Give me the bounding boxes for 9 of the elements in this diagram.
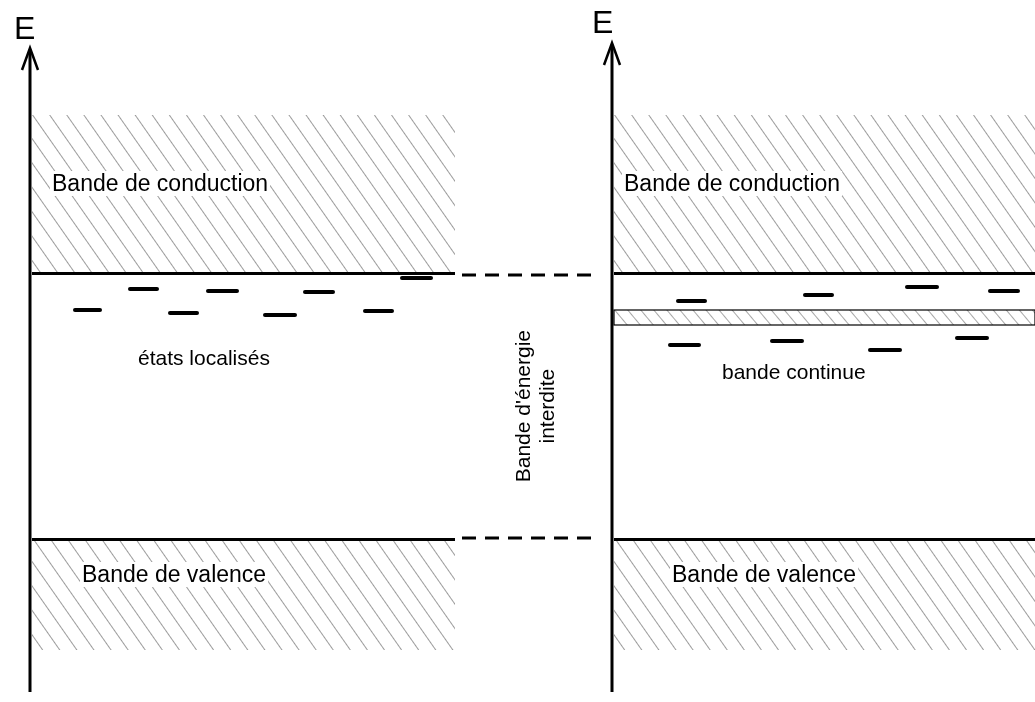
band-label: Bande de valence [80,562,269,588]
states-label: états localisés [138,346,270,371]
axis-label: E [592,4,614,41]
states-label: bande continue [722,360,866,385]
gap-label: Bande d'énergie interdite [510,329,559,485]
band-label: Bande de conduction [50,171,271,197]
band-label: Bande de conduction [622,171,843,197]
axis-label: E [14,10,36,47]
band-label: Bande de valence [670,562,859,588]
